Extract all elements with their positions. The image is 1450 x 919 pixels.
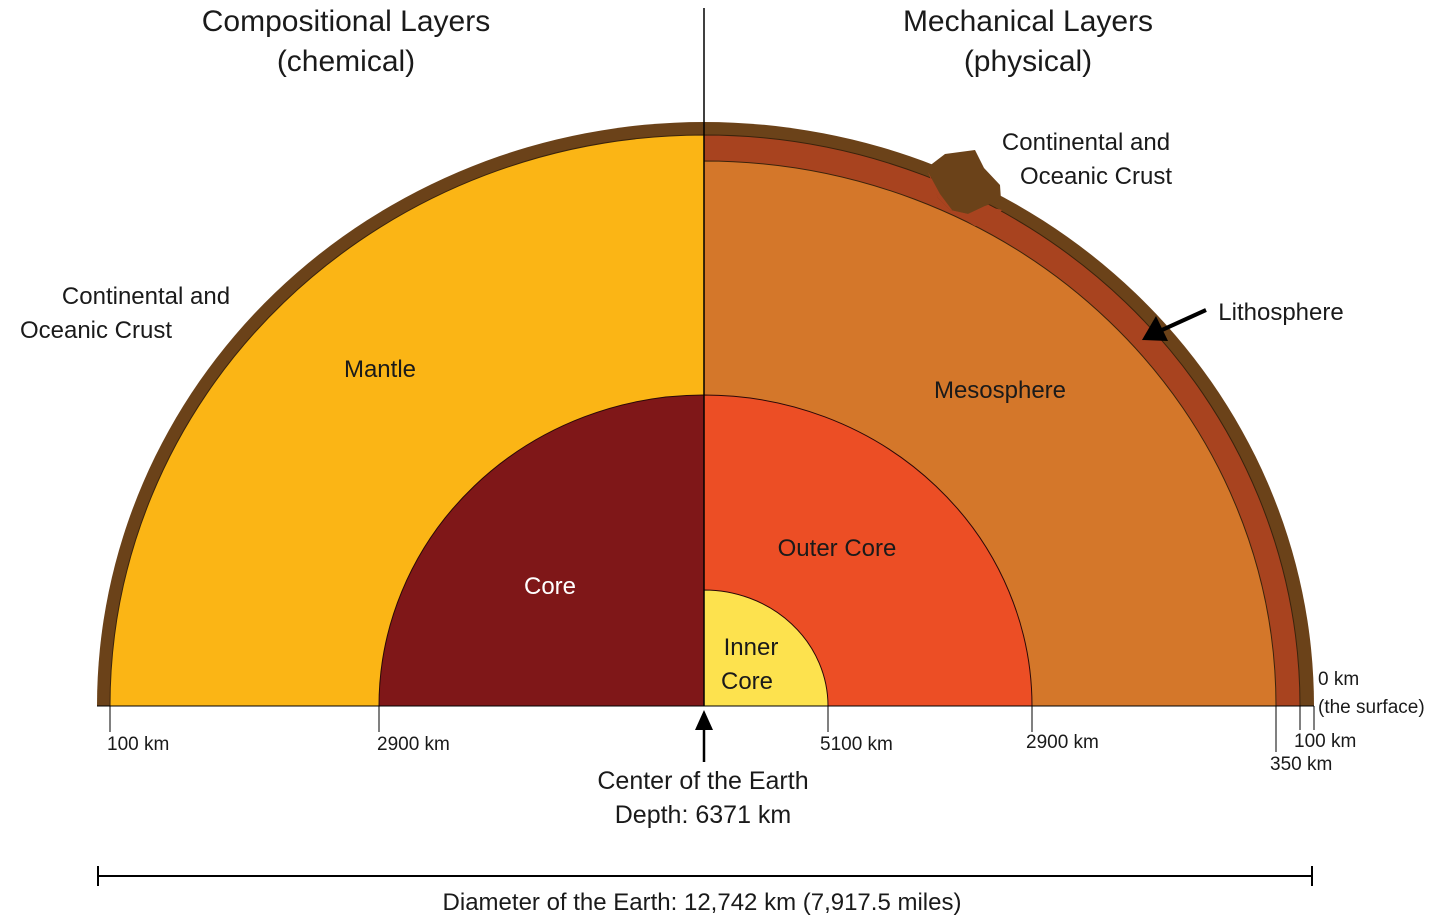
left-depth-2900km: 2900 km	[377, 734, 450, 755]
right-depth-2900km: 2900 km	[1026, 732, 1099, 753]
center-label-line2: Depth: 6371 km	[615, 801, 792, 829]
lithosphere-label: Lithosphere	[1218, 299, 1343, 326]
core-label: Core	[524, 573, 576, 600]
inner-core-label-line2: Core	[721, 668, 773, 695]
right-depth-5100km: 5100 km	[820, 734, 893, 755]
core-layer	[378, 394, 705, 707]
inner-core-label-line1: Inner	[724, 634, 779, 661]
left-crust-label-line2: Oceanic Crust	[20, 317, 172, 344]
continental-root	[928, 172, 1002, 226]
left-crust-label-line1: Continental and	[62, 283, 230, 310]
right-depth-350km: 350 km	[1270, 754, 1332, 775]
right-depth-0km: 0 km	[1318, 669, 1359, 690]
left-title-line2: (chemical)	[277, 45, 415, 78]
left-depth-100km: 100 km	[107, 734, 169, 755]
right-depth-100km: 100 km	[1294, 731, 1356, 752]
lithosphere-arrow-shaft	[1161, 308, 1207, 332]
left-title-line1: Compositional Layers	[202, 5, 490, 38]
lithosphere-arrow-head	[1142, 316, 1168, 341]
right-title-line2: (physical)	[964, 45, 1092, 78]
mesosphere-label: Mesosphere	[934, 377, 1066, 404]
continental-bump	[928, 150, 1001, 214]
diameter-label: Diameter of the Earth: 12,742 km (7,917.…	[443, 889, 962, 916]
right-crust-label-line1: Continental and	[1002, 129, 1170, 156]
outer-core-label: Outer Core	[778, 535, 897, 562]
mantle-label: Mantle	[344, 356, 416, 383]
inner-core-layer	[703, 589, 829, 707]
right-title-line1: Mechanical Layers	[903, 5, 1153, 38]
right-depth-0km-note: (the surface)	[1318, 697, 1425, 718]
right-crust-label-line2: Oceanic Crust	[1020, 163, 1172, 190]
center-label-line1: Center of the Earth	[597, 767, 808, 795]
center-arrow-head	[695, 710, 713, 730]
